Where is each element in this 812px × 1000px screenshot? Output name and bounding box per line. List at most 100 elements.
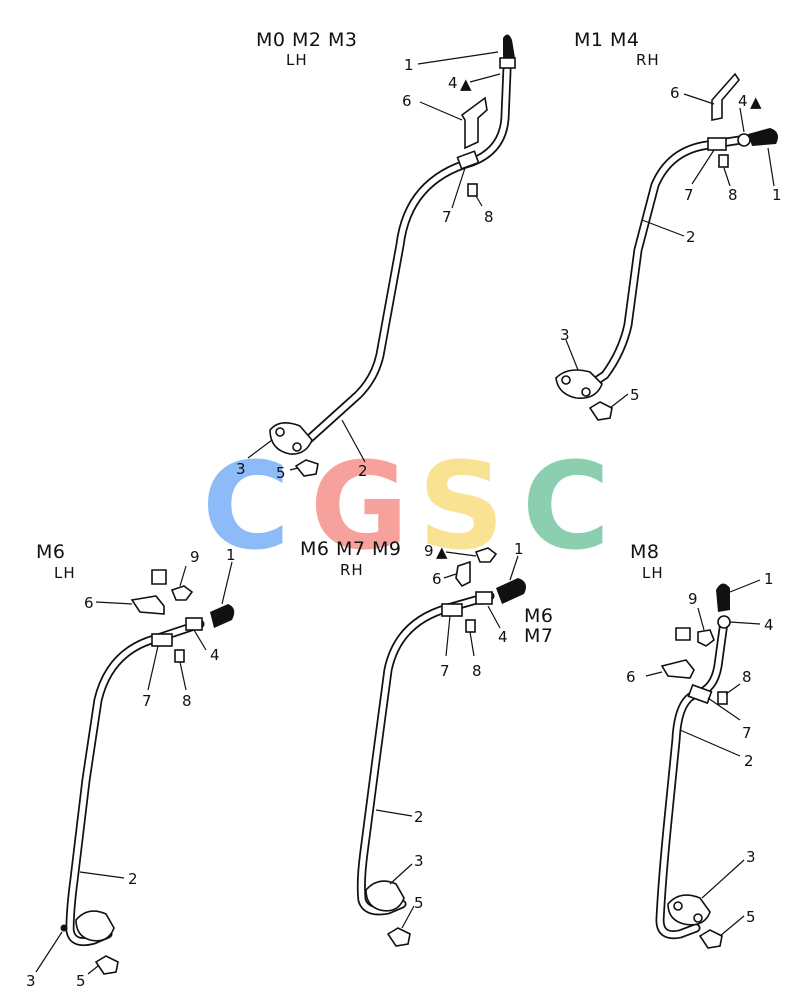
callout-7: 7 (442, 208, 452, 226)
callout-4: 4 (764, 616, 774, 634)
nut-4 (185, 617, 203, 631)
leader-8 (179, 661, 187, 691)
hose-end-1 (748, 128, 778, 146)
callout-4: 4 (738, 92, 748, 110)
callout-8: 8 (484, 208, 494, 226)
leader-2 (679, 729, 741, 757)
callout-7: 7 (684, 186, 694, 204)
watermark-letter-g: G (310, 438, 409, 577)
hose-end-1 (503, 34, 515, 60)
leader-9 (179, 565, 187, 587)
nut-4 (475, 591, 493, 605)
flange-hole (275, 427, 285, 437)
callout-6: 6 (84, 594, 94, 612)
clamp-7 (707, 137, 727, 151)
callout-2: 2 (686, 228, 696, 246)
callout-8: 8 (182, 692, 192, 710)
leader-7 (691, 149, 715, 185)
callout-3: 3 (746, 848, 756, 866)
clamp-7 (441, 603, 463, 617)
callout-3: 3 (560, 326, 570, 344)
group-side: RH (340, 561, 364, 579)
leader-6 (95, 601, 133, 605)
callout-1: 1 (226, 546, 236, 564)
callout-7: 7 (142, 692, 152, 710)
bolt-5 (94, 955, 119, 975)
pipe-2 (356, 591, 495, 916)
leader-5 (719, 915, 745, 937)
leader-4 (469, 73, 501, 83)
callout-9: 9 (424, 542, 434, 560)
callout-2: 2 (128, 870, 138, 888)
annotation-mark: ▲ (460, 75, 472, 93)
callout-4: 4 (498, 628, 508, 646)
leader-7 (445, 615, 451, 657)
leader-3 (565, 339, 579, 371)
leader-1 (767, 147, 775, 187)
group-side: LH (642, 564, 664, 582)
leader-8 (469, 631, 475, 657)
bolt-8 (174, 649, 185, 663)
leader-6 (683, 93, 715, 105)
bolt-8 (467, 183, 478, 197)
flange-hole (561, 375, 571, 385)
leader-6 (645, 671, 663, 677)
leader-6 (419, 101, 463, 121)
nut-4 (737, 133, 751, 147)
leader-1 (221, 561, 233, 605)
callout-5: 5 (414, 894, 424, 912)
callout-2: 2 (414, 808, 424, 826)
leader-7 (707, 697, 741, 721)
callout-5: 5 (276, 464, 286, 482)
watermark-letter-c2: C (522, 438, 610, 577)
bolt-8 (465, 619, 476, 633)
spacer-9 (675, 627, 691, 641)
leader-3 (389, 863, 413, 885)
spacer-9 (151, 569, 167, 585)
pipe-2 (585, 135, 745, 390)
sub-models-m6: M6 (524, 605, 553, 627)
group-side: RH (636, 51, 660, 69)
group-title: M6 M7 M9 (300, 538, 402, 560)
callout-5: 5 (76, 972, 86, 990)
callout-3: 3 (236, 460, 246, 478)
bolt-8 (718, 154, 729, 168)
callout-5: 5 (630, 386, 640, 404)
callout-1: 1 (772, 186, 782, 204)
leader-9 (445, 551, 477, 557)
flange-3 (555, 369, 603, 400)
flange-3 (75, 910, 115, 942)
callout-6: 6 (402, 92, 412, 110)
callout-7: 7 (440, 662, 450, 680)
callout-1: 1 (404, 56, 414, 74)
leader-4 (193, 629, 207, 651)
leader-5 (609, 393, 629, 409)
group-title: M1 M4 (574, 29, 640, 51)
leader-2 (341, 419, 366, 463)
bolt-9 (170, 585, 194, 601)
seal-dot (60, 924, 68, 932)
bracket-6 (711, 72, 741, 121)
sub-models-m7: M7 (524, 625, 553, 647)
bolt-5 (698, 929, 723, 949)
callout-3: 3 (414, 852, 424, 870)
leader-5 (289, 467, 299, 471)
leader-7 (147, 645, 159, 691)
flange-hole (673, 901, 683, 911)
callout-1: 1 (764, 570, 774, 588)
leader-5 (87, 965, 99, 975)
callout-6: 6 (432, 570, 442, 588)
group-m8-lh: M8 LH 1 9 4 6 8 7 2 3 5 (626, 541, 774, 949)
leader-3 (247, 439, 273, 459)
callout-5: 5 (746, 908, 756, 926)
leader-2 (375, 809, 413, 817)
flange-hole (581, 387, 591, 397)
callout-6: 6 (670, 84, 680, 102)
callout-9: 9 (190, 548, 200, 566)
bolt-9 (697, 629, 715, 647)
pipe-2 (303, 65, 512, 445)
group-side: LH (54, 564, 76, 582)
cgsc-watermark: C G S C (202, 438, 610, 577)
callout-8: 8 (742, 668, 752, 686)
